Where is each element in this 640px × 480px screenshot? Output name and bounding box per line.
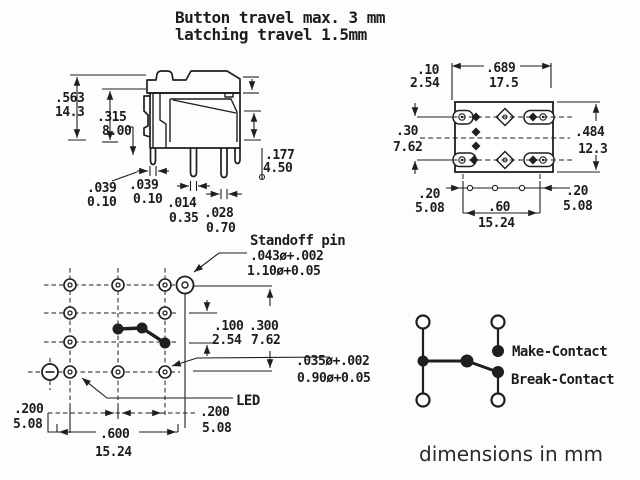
dim-body-depth-mm: 12.3 — [578, 142, 607, 157]
dim-pin-span-mm: 15.24 — [478, 216, 515, 231]
standoff-pin-label: Standoff pin — [250, 233, 345, 249]
dim-pin-b-mm: 0.10 — [133, 192, 163, 207]
pcb-footprint: Standoff pin .043ø+.002 1.10ø+0.05 .100 … — [13, 233, 371, 460]
terminal-circle — [490, 392, 506, 408]
side-view-dimension-labels: .563 14.3 .315 8.00 .039 0.10 .039 0.10 … — [55, 91, 295, 236]
dim-fp-margin-right-mm: 5.08 — [202, 421, 232, 436]
dim-pin-b-in: .039 — [129, 178, 158, 193]
footprint-dimension-lines — [47, 252, 331, 436]
break-contact-node — [492, 366, 504, 378]
standoff-dia-in: .043ø+.002 — [250, 249, 323, 264]
dim-pin-d-in: .028 — [204, 206, 234, 221]
contact-overlay — [112, 322, 171, 349]
contact-schematic: Make-Contact Break-Contact — [415, 314, 615, 408]
dim-body-height-mm: 8.00 — [102, 124, 132, 139]
dim-row-span-in: .300 — [249, 319, 279, 334]
break-contact-label: Break-Contact — [511, 372, 614, 388]
dim-body-height-in: .315 — [97, 110, 126, 125]
dim-body-depth-in: .484 — [575, 125, 605, 140]
title-line2: latching travel 1.5mm — [175, 25, 368, 44]
dim-fp-margin-left-in: .200 — [14, 402, 44, 417]
top-view-dimension-labels: .10 2.54 .689 17.5 .30 7.62 .484 12.3 .2… — [393, 61, 608, 231]
dim-pin-length-in: .177 — [265, 148, 294, 163]
dim-pin-offset-mm: 2.54 — [410, 76, 440, 91]
side-view-inner-detail — [152, 92, 238, 148]
dim-overall-height-in: .563 — [55, 91, 84, 106]
dim-fp-margin-right-in: .200 — [200, 405, 230, 420]
dim-margin-right-mm: 5.08 — [563, 199, 593, 214]
dim-pin-offset-in: .10 — [417, 63, 440, 78]
dim-body-width-in: .689 — [486, 61, 515, 76]
dim-pin-c-in: .014 — [167, 196, 197, 211]
pole-node — [417, 355, 429, 367]
dim-row-pitch-mm: 2.54 — [212, 333, 242, 348]
dim-fp-pin-span-mm: 15.24 — [95, 445, 132, 460]
side-view: .563 14.3 .315 8.00 .039 0.10 .039 0.10 … — [55, 70, 295, 236]
side-view-outline — [143, 70, 241, 179]
terminal-circle — [490, 314, 506, 330]
dim-pin-span-in: .60 — [488, 200, 511, 215]
dim-pin-c-mm: 0.35 — [169, 211, 198, 226]
top-view: .10 2.54 .689 17.5 .30 7.62 .484 12.3 .2… — [393, 61, 608, 231]
standoff-pin-hole — [175, 275, 195, 295]
dim-fp-margin-left-mm: 5.08 — [13, 417, 43, 432]
dim-row-spacing-in: .30 — [396, 124, 419, 139]
units-note: dimensions in mm — [419, 442, 603, 466]
common-node — [460, 354, 474, 368]
make-contact-node — [492, 345, 504, 357]
dim-pin-a-mm: 0.10 — [87, 195, 117, 210]
title-line1: Button travel max. 3 mm — [175, 8, 386, 27]
dim-body-width-mm: 17.5 — [489, 76, 518, 91]
title-note: Button travel max. 3 mm latching travel … — [175, 8, 386, 44]
led-label: LED — [236, 393, 260, 409]
side-view-dimension-lines — [68, 74, 266, 199]
terminal-circle — [415, 314, 431, 330]
terminal-circle — [415, 392, 431, 408]
footprint-labels: Standoff pin .043ø+.002 1.10ø+0.05 .100 … — [13, 233, 371, 460]
dim-row-spacing-mm: 7.62 — [393, 140, 422, 155]
dim-margin-left-in: .20 — [418, 187, 441, 202]
dim-row-span-mm: 7.62 — [251, 333, 280, 348]
dim-margin-right-in: .20 — [566, 184, 589, 199]
dim-margin-left-mm: 5.08 — [415, 201, 445, 216]
dim-pin-length-mm: 4.50 — [263, 161, 293, 176]
hole-dia-mm: 0.90ø+0.05 — [297, 371, 370, 386]
standoff-dia-mm: 1.10ø+0.05 — [247, 264, 320, 279]
dim-overall-height-mm: 14.3 — [55, 105, 84, 120]
dim-row-pitch-in: .100 — [214, 319, 244, 334]
hole-dia-in: .035ø+.002 — [296, 354, 369, 369]
footprint-holes — [41, 275, 195, 381]
top-view-pin-symbols — [458, 112, 547, 165]
dim-pin-d-mm: 0.70 — [206, 221, 236, 236]
dim-fp-pin-span-in: .600 — [100, 427, 130, 442]
top-view-dimension-lines — [411, 62, 600, 217]
make-contact-label: Make-Contact — [512, 344, 607, 360]
dim-pin-a-in: .039 — [87, 181, 116, 196]
